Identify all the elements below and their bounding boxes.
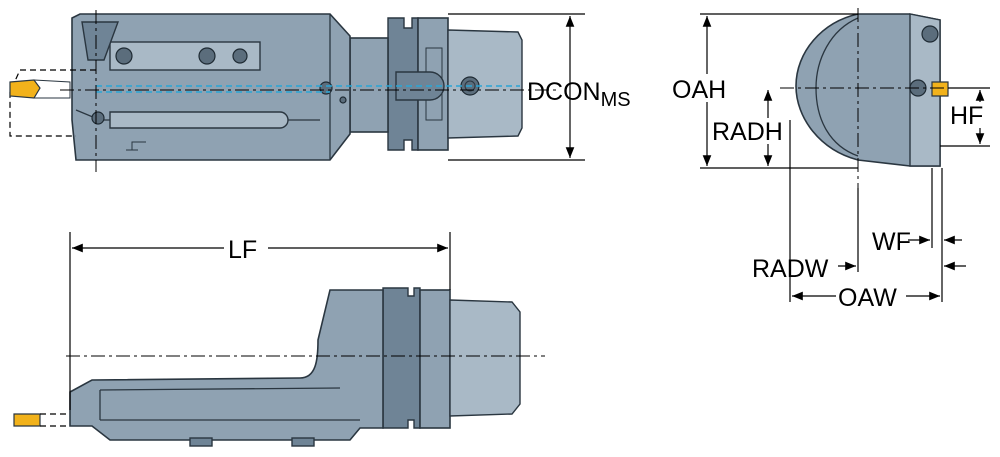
radh-label: RADH xyxy=(712,118,783,146)
side-view: LF xyxy=(13,232,545,447)
main-body xyxy=(71,13,351,161)
insert xyxy=(9,79,41,99)
end-insert xyxy=(931,81,949,97)
screw-6 xyxy=(339,96,347,104)
screw-2 xyxy=(198,47,216,65)
lf-label: LF xyxy=(228,236,257,264)
neck xyxy=(349,37,389,133)
coupling-bore-inner xyxy=(464,80,476,92)
arrow-glyph xyxy=(131,141,146,150)
dcon-label: DCONMS xyxy=(527,78,631,111)
side-foot-1 xyxy=(189,437,213,447)
side-foot-2 xyxy=(291,437,315,447)
screw-3 xyxy=(232,48,248,64)
end-view: OAH RADH HF WF RADW OAW xyxy=(672,8,991,312)
hf-label: HF xyxy=(950,102,983,130)
coupling-taper xyxy=(447,29,523,139)
end-screw-1 xyxy=(921,25,939,43)
side-taper xyxy=(449,299,521,417)
screw-4 xyxy=(319,81,333,95)
side-insert-seat xyxy=(40,413,70,427)
side-collar xyxy=(382,287,421,429)
side-body-edge-1 xyxy=(99,387,341,391)
radw-label: RADW xyxy=(752,255,829,283)
oah-label: OAH xyxy=(672,76,726,104)
side-flange xyxy=(419,289,451,429)
screw-1 xyxy=(115,47,133,65)
clamp-arm xyxy=(81,21,120,61)
top-view: DCONMS xyxy=(9,10,631,172)
wf-label: WF xyxy=(872,228,911,256)
side-insert xyxy=(13,413,41,427)
oaw-label: OAW xyxy=(838,284,897,312)
side-body xyxy=(69,289,384,441)
body-slot xyxy=(109,111,289,129)
screw-5 xyxy=(91,111,105,125)
